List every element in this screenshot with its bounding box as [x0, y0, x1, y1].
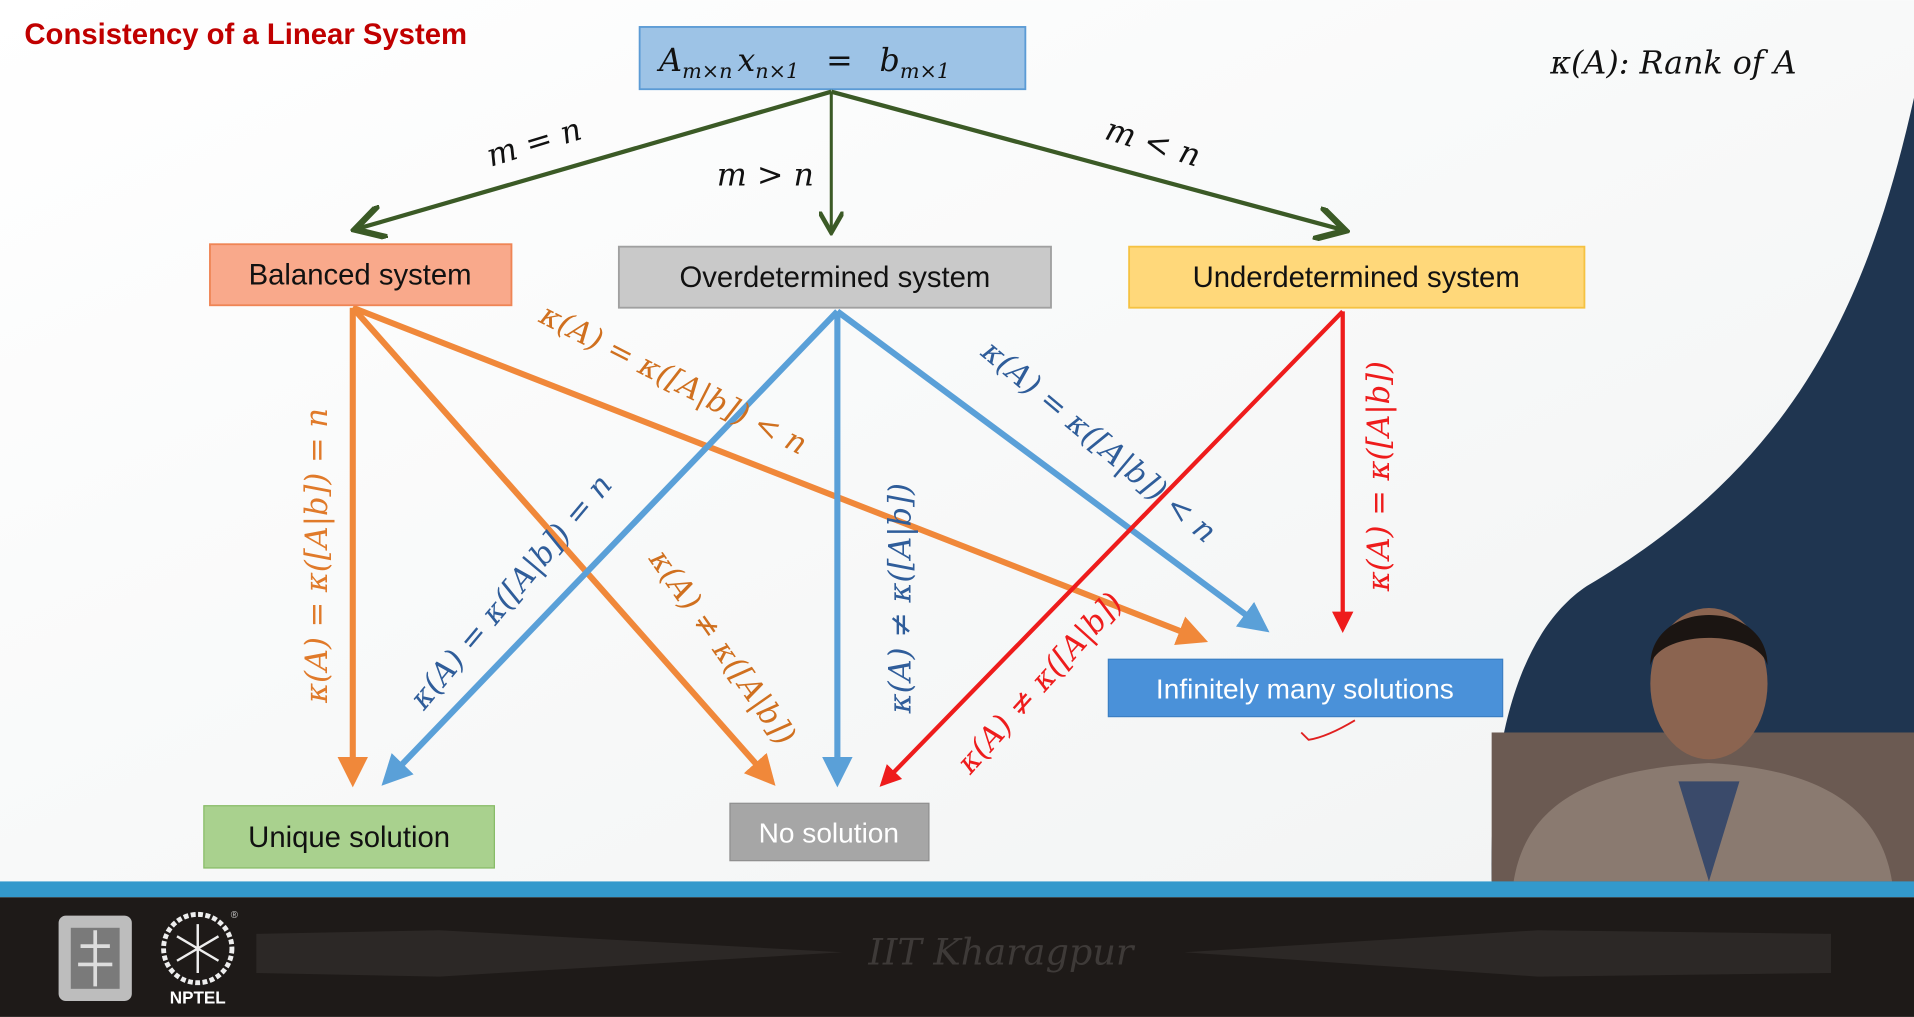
unique-solution-label: Unique solution [248, 821, 450, 854]
decorative-swoosh [1491, 97, 1914, 882]
no-solution-box [729, 802, 930, 862]
label-balanced-unique: κ(A) = κ([A|b]) = n [300, 408, 335, 704]
infinite-solutions-box [1107, 658, 1504, 718]
arrow-over-infinite [835, 308, 1270, 633]
arrow-balanced-infinite [351, 304, 1209, 646]
overdetermined-box [617, 245, 1052, 309]
rank-note: κ(A): Rank of A [1549, 45, 1796, 81]
nptel-logo-text: NPTEL [170, 988, 226, 1007]
iit-kharagpur-logo [58, 915, 132, 1002]
balanced-label: Balanced system [249, 259, 472, 292]
footer-institute: IIT Kharagpur [867, 930, 1136, 973]
underdetermined-box [1128, 245, 1586, 309]
label-m-gt-n: m > n [717, 158, 814, 194]
infinite-solutions-label: Infinitely many solutions [1156, 673, 1454, 704]
arrow-balanced-none [350, 305, 776, 786]
slide-title: Consistency of a Linear System [24, 18, 467, 51]
footer-stripe [0, 881, 1914, 898]
unique-solution-box [203, 805, 495, 869]
footer-decor-right [1184, 930, 1831, 977]
pen-checkmark-annotation [1300, 719, 1356, 741]
label-over-none: κ(A) ≠ κ([A|b]) [884, 483, 919, 714]
no-solution-label: No solution [759, 817, 899, 848]
arrows [337, 304, 1354, 788]
overdetermined-label: Overdetermined system [680, 261, 991, 294]
footer-decor-left [256, 930, 843, 977]
arrow-over-unique [381, 309, 840, 786]
arrow-under-none [879, 309, 1345, 787]
underdetermined-label: Underdetermined system [1193, 261, 1520, 294]
balanced-box [209, 243, 513, 307]
arrow-to-underdetermined [830, 89, 1341, 230]
presenter-video [1491, 607, 1914, 882]
registered-mark: ® [231, 910, 239, 921]
nptel-logo: NPTEL ® [161, 910, 239, 1007]
label-under-infinite: κ(A) = κ([A|b]) [1362, 361, 1397, 592]
equation-box [638, 26, 1027, 91]
arrow-to-balanced [359, 89, 832, 229]
